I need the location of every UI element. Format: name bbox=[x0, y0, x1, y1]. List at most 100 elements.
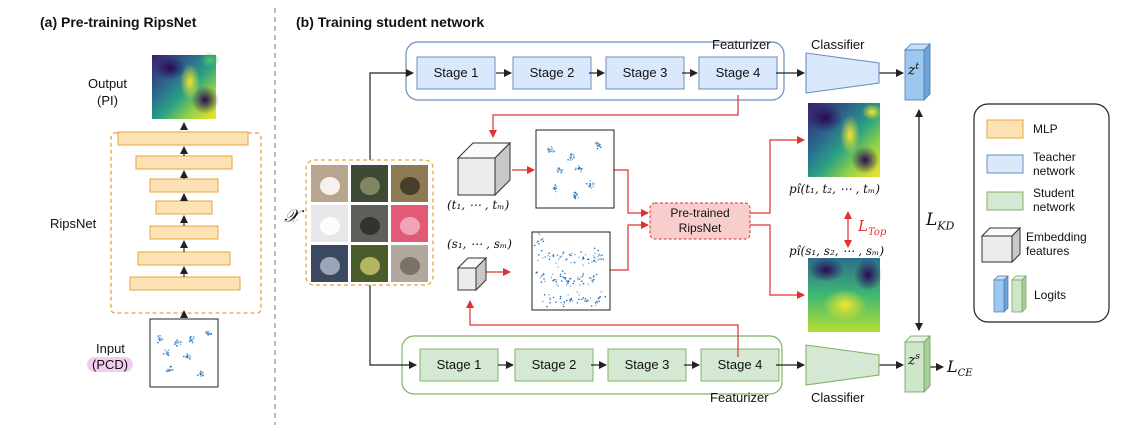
student-classifier bbox=[805, 344, 880, 386]
pcd-point bbox=[566, 280, 568, 282]
teacher-stage-2 bbox=[512, 56, 592, 90]
pcd-point bbox=[587, 258, 590, 261]
pcd-point bbox=[556, 283, 558, 286]
pcd-point bbox=[604, 295, 607, 298]
pcd-point bbox=[158, 336, 160, 339]
pcd-point bbox=[208, 331, 211, 334]
pcd-point bbox=[592, 281, 594, 283]
pcd-point bbox=[573, 192, 575, 194]
student-embedding-cube bbox=[456, 256, 488, 292]
legend-box bbox=[973, 103, 1110, 323]
pcd-point bbox=[162, 353, 165, 355]
pcd-point bbox=[595, 304, 597, 307]
pcd-point bbox=[548, 252, 550, 254]
pcd-point bbox=[200, 375, 203, 378]
pcd-point bbox=[167, 349, 170, 351]
l-top-label: LTop bbox=[858, 217, 886, 238]
pcd-point bbox=[550, 146, 553, 148]
teacher-stage-3 bbox=[605, 56, 685, 90]
sample-image-subject bbox=[320, 177, 340, 195]
pcd-point bbox=[552, 296, 555, 299]
pcd-point bbox=[586, 300, 588, 303]
pcd-point bbox=[580, 276, 582, 279]
pcd-point bbox=[550, 150, 552, 153]
pcd-point bbox=[205, 331, 208, 334]
pcd-point bbox=[562, 303, 565, 306]
pcd-point bbox=[157, 335, 160, 337]
pcd-point bbox=[581, 298, 583, 301]
pcd-point bbox=[176, 345, 178, 347]
pcd-point bbox=[574, 197, 577, 200]
legend-student-label: Student network bbox=[1033, 186, 1076, 214]
pcd-point bbox=[579, 284, 581, 286]
pcd-point bbox=[584, 300, 586, 302]
l-kd-label: LKD bbox=[926, 210, 954, 232]
sample-image-subject bbox=[400, 177, 420, 195]
pcd-point bbox=[559, 295, 562, 298]
pcd-point bbox=[564, 276, 567, 279]
pcd-point bbox=[599, 144, 601, 146]
pcd-point bbox=[573, 153, 575, 156]
pcd-point bbox=[188, 356, 190, 359]
pcd-point bbox=[600, 290, 603, 293]
teacher-stage-label-1: Stage 1 bbox=[433, 65, 479, 80]
pcd-point bbox=[592, 255, 595, 257]
pcd-point bbox=[192, 341, 194, 344]
input-pcd-box bbox=[149, 318, 219, 388]
output-pi-heatmap bbox=[152, 52, 220, 119]
pcd-point bbox=[560, 171, 562, 174]
pcd-point bbox=[600, 258, 602, 261]
pcd-point bbox=[192, 336, 195, 338]
mlp-layer bbox=[117, 131, 249, 146]
legend-teacher-label: Teacher network bbox=[1033, 150, 1076, 178]
pcd-point bbox=[593, 259, 596, 262]
t-tuple: (t₁, ⋯ , tₘ) bbox=[447, 198, 510, 212]
mlp-layer bbox=[149, 225, 219, 240]
panel-a-title: (a) Pre-training RipsNet bbox=[40, 14, 197, 30]
pcd-point bbox=[565, 299, 568, 302]
pcd-point bbox=[188, 337, 191, 340]
z-s-sup: s bbox=[915, 352, 921, 362]
pcd-point bbox=[179, 343, 182, 346]
teacher-stage-4 bbox=[698, 56, 778, 90]
pcd-point bbox=[567, 294, 569, 296]
student-stage-label-4: Stage 4 bbox=[717, 357, 763, 372]
pretrained-line2: RipsNet bbox=[678, 221, 722, 235]
student-pcd-points bbox=[533, 232, 607, 308]
pcd-point bbox=[574, 253, 576, 256]
pcd-point bbox=[207, 330, 209, 333]
pcd-point bbox=[570, 154, 573, 156]
pcd-point bbox=[582, 256, 584, 259]
pcd-point bbox=[183, 355, 185, 358]
pcd-point bbox=[595, 141, 598, 143]
pcd-point bbox=[556, 254, 559, 257]
pcd-point bbox=[548, 293, 550, 296]
output-label: Output bbox=[88, 76, 128, 91]
pcd-point bbox=[563, 250, 565, 253]
teacher-stages bbox=[416, 56, 778, 90]
pcd-point bbox=[597, 298, 599, 300]
pretrained-line1: Pre-trained bbox=[670, 206, 730, 220]
pcd-point bbox=[574, 195, 576, 198]
pcd-point bbox=[569, 285, 572, 287]
pcd-point bbox=[584, 254, 587, 256]
pcd-point bbox=[167, 354, 170, 357]
mlp-layer bbox=[135, 155, 233, 170]
pcd-point bbox=[571, 158, 574, 160]
pcd-point bbox=[165, 352, 168, 354]
mlp-layers bbox=[117, 131, 249, 291]
student-stage-label-3: Stage 3 bbox=[624, 357, 670, 372]
pcd-point bbox=[570, 254, 572, 257]
pcd-point bbox=[197, 374, 199, 377]
pcd-point bbox=[578, 256, 580, 259]
pcd-point bbox=[160, 339, 162, 341]
pcd-point bbox=[587, 283, 590, 286]
z-s-symbol: z bbox=[908, 352, 916, 369]
pcd-point bbox=[582, 282, 585, 285]
pcd-point bbox=[537, 259, 539, 262]
pcd-point bbox=[551, 147, 553, 149]
red-topology-arrows bbox=[466, 95, 852, 357]
pcd-point bbox=[555, 262, 557, 265]
pcd-point bbox=[601, 254, 603, 256]
